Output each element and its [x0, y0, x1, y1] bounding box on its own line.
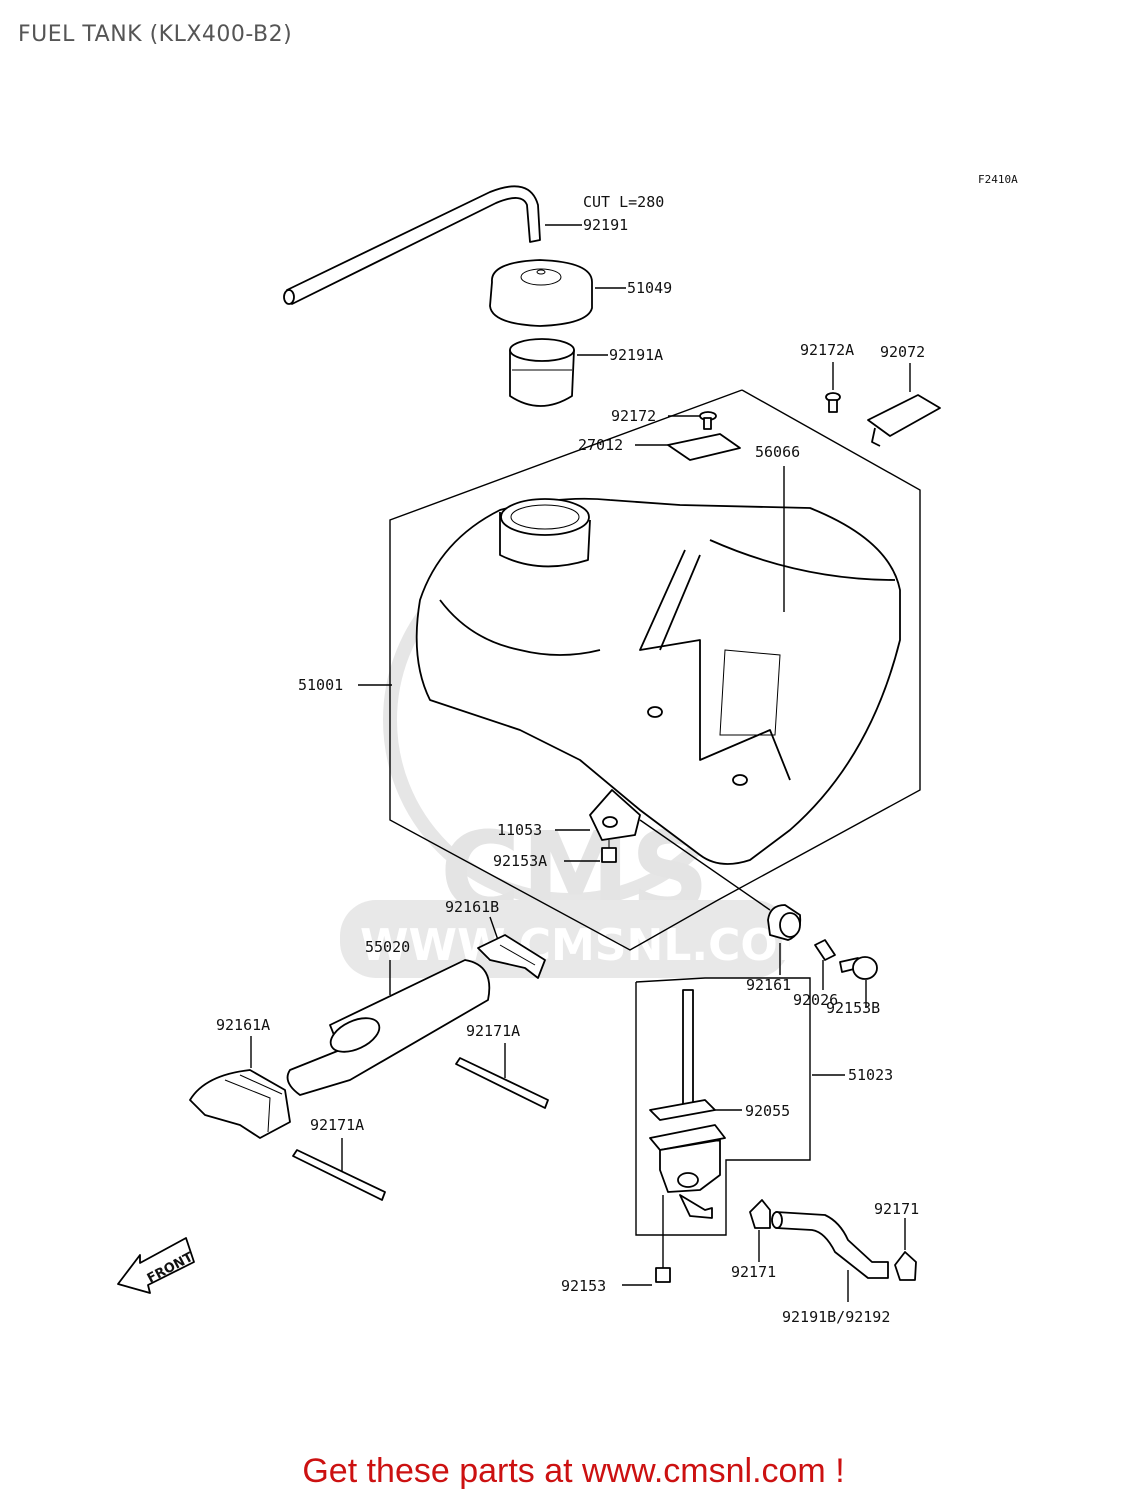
callout-92153: 92153	[561, 1277, 606, 1295]
rubber-92161A	[189, 1069, 291, 1139]
rubber-92161B	[477, 934, 546, 979]
callout-92161A: 92161A	[216, 1016, 270, 1034]
bolt-92153B	[839, 956, 878, 980]
callout-92171A-lower: 92171A	[310, 1116, 364, 1134]
callout-92161B: 92161B	[445, 898, 499, 916]
get-parts-link[interactable]: Get these parts at www.cmsnl.com !	[302, 1452, 845, 1490]
clip-92171-right	[894, 1251, 917, 1281]
callout-55020: 55020	[365, 938, 410, 956]
strap-92072	[867, 394, 941, 447]
screw-92172	[699, 411, 717, 430]
callout-92191: 92191	[583, 216, 628, 234]
callout-92171-left: 92171	[731, 1263, 776, 1281]
callout-92172: 92172	[611, 407, 656, 425]
fuel-cock-51023	[649, 989, 726, 1219]
callout-92153B: 92153B	[826, 999, 880, 1017]
callout-92171A-upper: 92171A	[466, 1022, 520, 1040]
breather-hose-92191	[283, 185, 541, 305]
band-92171A-upper	[455, 1057, 549, 1109]
screw-92153	[655, 1267, 671, 1283]
page-title: FUEL TANK (KLX400-B2)	[18, 22, 293, 47]
callout-92172A: 92172A	[800, 341, 854, 359]
callout-92161: 92161	[746, 976, 791, 994]
callout-92191B-92192: 92191B/92192	[782, 1308, 890, 1326]
callout-92026: 92026	[793, 991, 838, 1009]
bracket-11053	[589, 789, 641, 841]
callout-92055: 92055	[745, 1102, 790, 1120]
fuel-cock-group-outline	[635, 977, 811, 1236]
collar-92026	[814, 939, 836, 961]
fuel-tank-51001	[415, 497, 901, 865]
filler-neck-92191A	[509, 338, 575, 407]
callout-51049: 51049	[627, 279, 672, 297]
band-92171A-lower	[292, 1149, 386, 1201]
callout-11053: 11053	[497, 821, 542, 839]
callout-56066: 56066	[755, 443, 800, 461]
fuel-cap-51049	[489, 259, 593, 327]
cover-55020	[286, 959, 491, 1096]
front-arrow-icon: FRONT	[117, 1237, 196, 1294]
watermark-url-text: WWW.CMSNL.COM	[360, 920, 822, 971]
plate-27012	[667, 433, 741, 461]
callout-92153A: 92153A	[493, 852, 547, 870]
callout-92072: 92072	[880, 343, 925, 361]
tank-group-outline	[389, 389, 921, 951]
grommet-92161	[767, 904, 802, 941]
callout-92191A: 92191A	[609, 346, 663, 364]
cut-note: CUT L=280	[583, 193, 664, 211]
bolt-92153A	[601, 840, 617, 863]
bolt-92172A	[825, 392, 841, 413]
callout-51001: 51001	[298, 676, 343, 694]
callout-51023: 51023	[848, 1066, 893, 1084]
fuel-hose-92191B-92192	[771, 1211, 889, 1279]
figure-code: F2410A	[978, 173, 1018, 186]
callout-92171-right: 92171	[874, 1200, 919, 1218]
callout-27012: 27012	[578, 436, 623, 454]
clip-92171-left	[749, 1199, 771, 1229]
